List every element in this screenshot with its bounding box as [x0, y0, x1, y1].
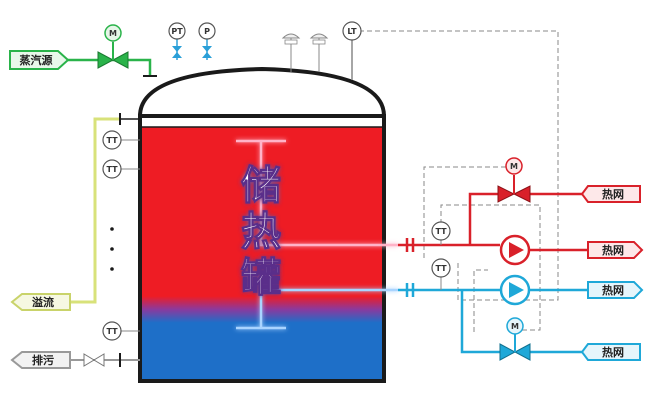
tank-title-char-3: 罐: [241, 255, 281, 301]
tt-1[interactable]: TT: [102, 130, 122, 150]
tt-2-label: TT: [106, 165, 118, 174]
tt-2-icon[interactable]: [102, 159, 122, 179]
pressure-tap-valve-icon: [172, 46, 182, 58]
steam-pipe: [67, 58, 152, 76]
drain-line: [70, 353, 140, 367]
cold-flange: [405, 283, 415, 297]
cold-return-piping: [398, 288, 588, 354]
overflow-line: [70, 113, 140, 304]
tt-supply[interactable]: TT: [431, 221, 451, 241]
pressure-transmitter-icon[interactable]: [168, 22, 186, 40]
tt-supply-icon[interactable]: [431, 221, 451, 241]
heat-net-label-1: 热网: [602, 187, 624, 201]
heat-net-tag-1[interactable]: 热网: [580, 185, 641, 203]
tt-supply-label: TT: [435, 227, 447, 236]
lt-signal-line: [359, 30, 559, 301]
tank-title: 储 热 罐: [241, 163, 282, 302]
probe-ellipsis: [110, 227, 114, 271]
vent-1-icon: [281, 33, 301, 39]
tank-temperature-probes: [121, 139, 140, 332]
supply-valve-motor-icon[interactable]: [505, 157, 523, 175]
pressure-gauge-icon[interactable]: [198, 22, 216, 40]
supply-control-valve[interactable]: M: [497, 157, 531, 203]
heat-net-label-2: 热网: [602, 243, 624, 257]
steam-source-label: 蒸汽源: [20, 53, 53, 67]
steam-valve-motor-icon[interactable]: [104, 24, 122, 42]
pressure-transmitter-label: PT: [171, 27, 183, 36]
vent-2-icon: [309, 33, 329, 39]
return-control-signal-line: [473, 269, 488, 332]
tank-title-char-1: 储: [241, 163, 281, 209]
drain-valve-icon[interactable]: [83, 353, 105, 367]
heat-net-tag-4[interactable]: 热网: [580, 343, 641, 361]
roof-vents: [281, 33, 329, 72]
tt-return-label: TT: [435, 264, 447, 273]
supply-valve-motor-label: M: [510, 162, 518, 171]
return-pump[interactable]: [499, 274, 531, 306]
tt-2[interactable]: TT: [102, 159, 122, 179]
level-transmitter-icon[interactable]: [342, 21, 362, 41]
tank-dome: [137, 66, 387, 118]
tt-3[interactable]: TT: [102, 321, 122, 341]
hot-supply-piping: [398, 192, 588, 252]
drain-tag[interactable]: 排污: [10, 351, 71, 369]
tank-top-band: [142, 118, 382, 127]
heat-net-label-3: 热网: [602, 283, 624, 297]
tt-3-label: TT: [106, 327, 118, 336]
overflow-tag[interactable]: 溢流: [10, 293, 71, 311]
tt-return-icon[interactable]: [431, 258, 451, 278]
heat-net-tag-2[interactable]: 热网: [587, 241, 644, 259]
tt-return[interactable]: TT: [431, 258, 451, 278]
heat-net-label-4: 热网: [602, 345, 624, 359]
drain-label: 排污: [32, 353, 54, 367]
tank-distributors: [236, 139, 398, 330]
lower-distributor: [236, 288, 398, 330]
tank-title-char-2: 热: [241, 209, 281, 255]
overflow-label: 溢流: [32, 295, 54, 309]
supply-control-signal-line: [423, 166, 514, 258]
return-control-valve[interactable]: M: [499, 317, 531, 361]
tt-1-label: TT: [106, 136, 118, 145]
steam-source-tag[interactable]: 蒸汽源: [9, 50, 70, 70]
tt-1-icon[interactable]: [102, 130, 122, 150]
supply-pump[interactable]: [499, 234, 531, 266]
tt-signal-line: [440, 204, 541, 331]
return-valve-motor-icon[interactable]: [506, 317, 524, 335]
upper-distributor: [236, 139, 398, 247]
pressure-gauge-label: P: [204, 27, 210, 36]
hot-flange: [405, 238, 415, 252]
level-transmitter-label: LT: [347, 27, 357, 36]
return-valve-motor-label: M: [511, 322, 519, 331]
level-transmitter[interactable]: LT: [342, 21, 362, 80]
steam-valve-motor-label: M: [109, 29, 117, 38]
steam-inlet: M PT P: [67, 22, 216, 77]
pressure-gauge-valve-icon: [202, 46, 212, 58]
heat-net-tag-3[interactable]: 热网: [587, 281, 644, 299]
tt-3-icon[interactable]: [102, 321, 122, 341]
